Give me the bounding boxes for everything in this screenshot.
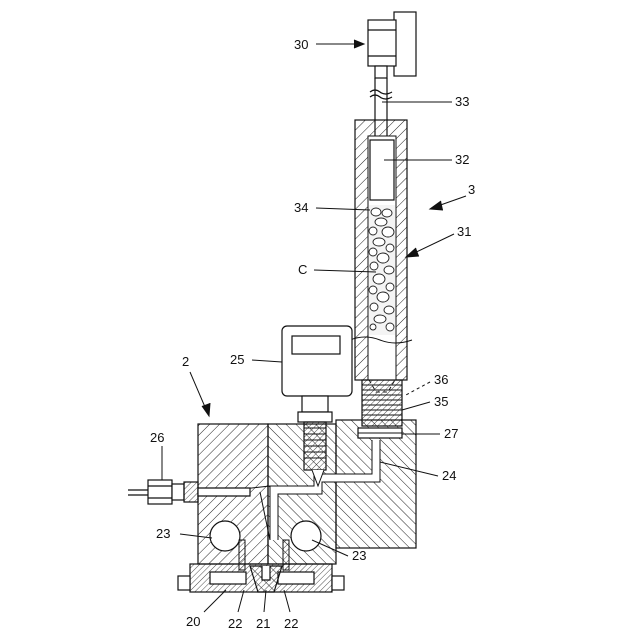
label-27: 27 <box>444 426 458 441</box>
label-23-right: 23 <box>352 548 366 563</box>
label-23-left: 23 <box>156 526 170 541</box>
column-31 <box>350 120 412 426</box>
label-26: 26 <box>150 430 164 445</box>
label-22-left: 22 <box>228 616 242 631</box>
label-31: 31 <box>457 224 471 239</box>
label-2: 2 <box>182 354 189 369</box>
label-c: C <box>298 262 307 277</box>
label-33: 33 <box>455 94 469 109</box>
label-22-right: 22 <box>284 616 298 631</box>
label-34: 34 <box>294 200 308 215</box>
label-35: 35 <box>434 394 448 409</box>
label-3: 3 <box>468 182 475 197</box>
label-25: 25 <box>230 352 244 367</box>
label-20: 20 <box>186 614 200 629</box>
label-30: 30 <box>294 37 308 52</box>
label-36: 36 <box>434 372 448 387</box>
label-32: 32 <box>455 152 469 167</box>
packed-material-c <box>369 205 395 335</box>
actuator-30 <box>368 12 416 78</box>
base-plate-20 <box>178 564 344 592</box>
label-24: 24 <box>442 468 456 483</box>
label-21: 21 <box>256 616 270 631</box>
